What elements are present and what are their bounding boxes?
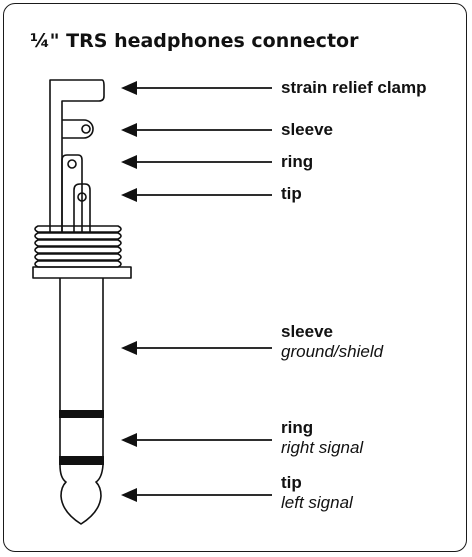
label-text: tip — [281, 473, 302, 492]
label-top-sleeve: sleeve — [281, 120, 333, 140]
label-tip: tip left signal — [281, 473, 353, 513]
tip-tab — [73, 183, 91, 232]
label-text: sleeve — [281, 120, 333, 139]
label-subtext: ground/shield — [281, 342, 384, 361]
label-subtext: left signal — [281, 493, 353, 512]
label-text: sleeve — [281, 322, 333, 341]
tip-section — [59, 464, 104, 525]
arrow-strain-relief — [121, 81, 272, 95]
label-top-tip: tip — [281, 184, 302, 204]
diagram-title: ¼" TRS headphones connector — [30, 30, 359, 52]
arrow-sleeve — [121, 341, 272, 355]
ring-section — [59, 418, 104, 456]
ring-tab-hole — [67, 159, 77, 169]
sleeve-tab-hole — [81, 124, 91, 134]
label-ring: ring right signal — [281, 418, 363, 458]
label-text: ring — [281, 418, 314, 437]
label-subtext: right signal — [281, 438, 364, 457]
arrow-ring — [121, 433, 272, 447]
arrow-top-tip — [121, 188, 272, 202]
arrow-top-sleeve — [121, 123, 272, 137]
label-text: tip — [281, 184, 302, 203]
ring-tab — [61, 154, 83, 232]
arrow-tip — [121, 488, 272, 502]
sleeve-tab — [62, 119, 94, 139]
sleeve-shaft — [59, 278, 104, 410]
insulator-band-ring-tip — [59, 456, 104, 465]
label-strain-relief-clamp: strain relief clamp — [281, 78, 427, 98]
label-top-ring: ring — [281, 152, 313, 172]
label-sleeve: sleeve ground/shield — [281, 322, 383, 362]
tip-tab-hole — [77, 192, 87, 202]
insulator-band-sleeve-ring — [59, 410, 104, 418]
label-text: strain relief clamp — [281, 78, 427, 97]
arrow-top-ring — [121, 155, 272, 169]
flange — [32, 266, 132, 279]
label-text: ring — [281, 152, 314, 171]
strain-relief-clamp — [49, 79, 105, 232]
threaded-barrel — [34, 225, 122, 268]
